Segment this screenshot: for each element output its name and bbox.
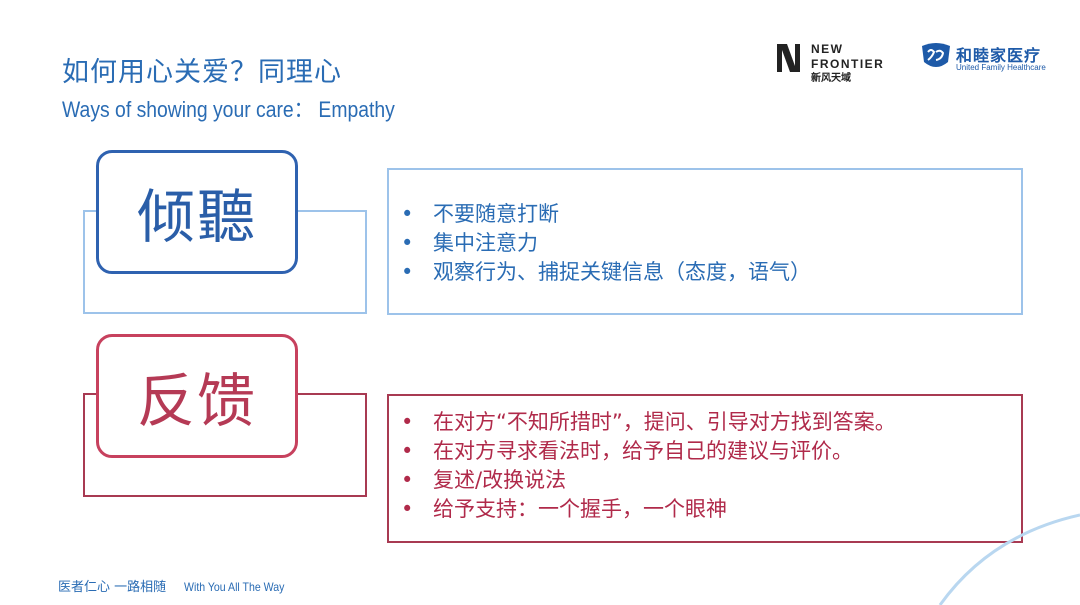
ufh-name-cn: 和睦家医疗	[956, 46, 1042, 65]
list-item: •在对方“不知所措时”，提问、引导对方找到答案。	[401, 408, 896, 437]
footer: 医者仁心 一路相随 With You All The Way	[58, 576, 298, 595]
feedback-bullet-list: •在对方“不知所措时”，提问、引导对方找到答案。 •在对方寻求看法时，给予自己的…	[401, 408, 896, 524]
ufh-logo: 和睦家医疗 United Family Healthcare	[918, 40, 1068, 80]
new-frontier-name-line1: NEW	[811, 42, 844, 56]
list-item: •复述/改换说法	[401, 466, 896, 495]
feedback-label: 反馈	[136, 367, 257, 435]
feedback-label-box: 反馈	[96, 334, 298, 458]
bullet-icon: •	[401, 260, 414, 284]
new-frontier-name-line2: FRONTIER	[811, 57, 885, 71]
list-item: •给予支持：一个握手，一个眼神	[401, 495, 896, 524]
ufh-logo-icon	[922, 43, 950, 67]
list-item: •观察行为、捕捉关键信息（态度，语气）	[401, 258, 811, 287]
bullet-icon: •	[401, 439, 414, 463]
page-title: 如何用心关爱？同理心	[62, 57, 342, 88]
bullet-icon: •	[401, 497, 414, 521]
new-frontier-logo: NEW FRONTIER 新风天域	[775, 42, 895, 88]
list-item: •在对方寻求看法时，给予自己的建议与评价。	[401, 437, 896, 466]
new-frontier-logo-icon	[777, 44, 800, 72]
ufh-name-en: United Family Healthcare	[956, 63, 1046, 72]
footer-slogan-en: With You All The Way	[184, 580, 285, 594]
listen-label-box: 倾聽	[96, 150, 298, 274]
feedback-panel: •在对方“不知所措时”，提问、引导对方找到答案。 •在对方寻求看法时，给予自己的…	[387, 394, 1023, 543]
page-subtitle: Ways of showing your care： Empathy	[62, 97, 395, 122]
listen-label: 倾聽	[136, 183, 257, 251]
bullet-icon: •	[401, 410, 414, 434]
list-item: •集中注意力	[401, 229, 811, 258]
bullet-icon: •	[401, 202, 414, 226]
corner-decoration-arc	[938, 513, 1080, 605]
listen-panel: •不要随意打断 •集中注意力 •观察行为、捕捉关键信息（态度，语气）	[387, 168, 1023, 315]
footer-slogan-cn: 医者仁心 一路相随	[58, 580, 167, 595]
bullet-icon: •	[401, 468, 414, 492]
new-frontier-name-cn: 新风天域	[811, 73, 851, 84]
listen-bullet-list: •不要随意打断 •集中注意力 •观察行为、捕捉关键信息（态度，语气）	[401, 200, 811, 287]
bullet-icon: •	[401, 231, 414, 255]
list-item: •不要随意打断	[401, 200, 811, 229]
